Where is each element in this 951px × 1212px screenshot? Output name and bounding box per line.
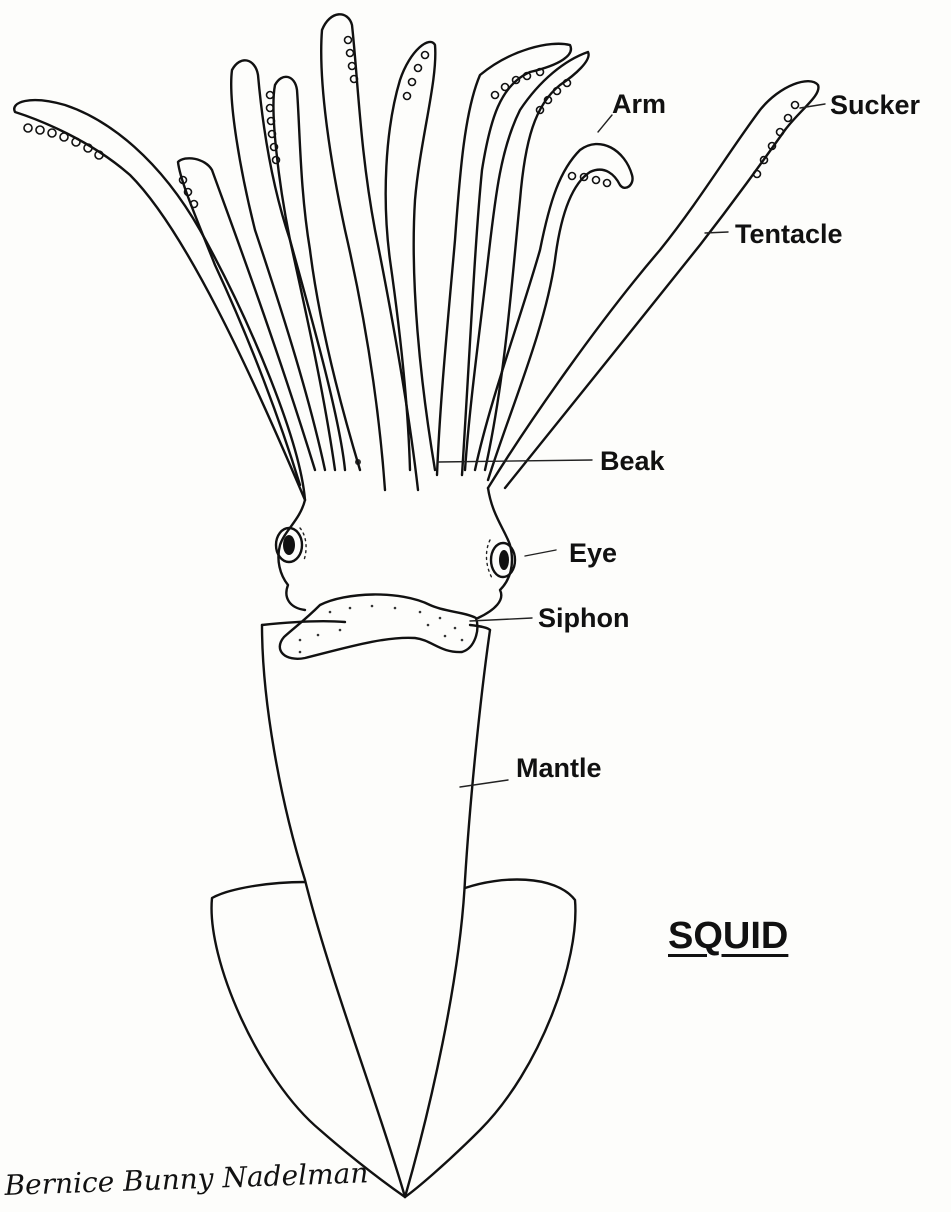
label-sucker: Sucker: [830, 92, 920, 119]
head: [278, 488, 512, 618]
label-mantle: Mantle: [516, 755, 602, 782]
label-arm: Arm: [612, 91, 666, 118]
arm-6: [437, 44, 571, 475]
eye-right: [486, 540, 515, 578]
arm-3: [267, 77, 361, 470]
label-siphon: Siphon: [538, 605, 629, 632]
tentacle-left: [14, 100, 305, 500]
diagram-title: SQUID: [668, 917, 788, 955]
siphon-shape: [280, 594, 478, 658]
arm-2: [231, 60, 345, 470]
arm-5: [386, 42, 436, 470]
mantle-body: [262, 621, 490, 1197]
label-beak: Beak: [600, 448, 665, 475]
label-eye: Eye: [569, 540, 617, 567]
label-tentacle: Tentacle: [735, 221, 843, 248]
tentacle-right: [488, 81, 818, 488]
tentacle-left-suckers: [24, 124, 103, 159]
fin-right: [405, 879, 575, 1197]
fin-left: [212, 882, 405, 1197]
